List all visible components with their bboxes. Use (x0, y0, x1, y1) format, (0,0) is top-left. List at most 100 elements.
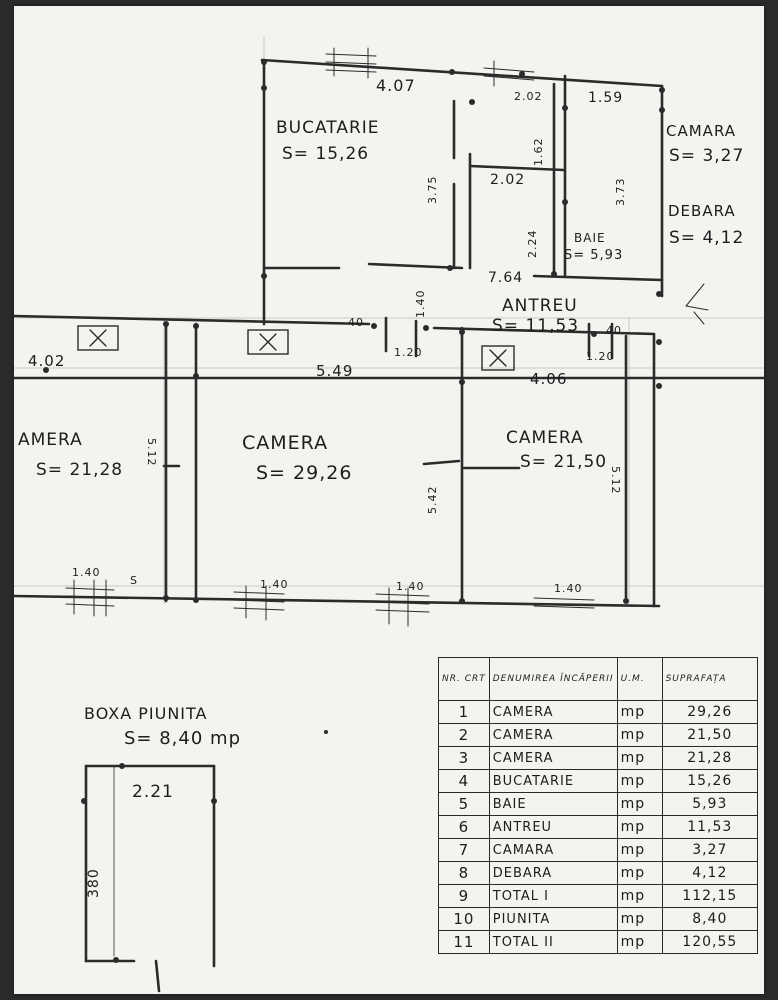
table-cell-den: CAMARA (488, 838, 618, 862)
table-cell-den: CAMERA (488, 723, 618, 747)
table-cell-sup: 120,55 (661, 930, 759, 954)
table-cell-sup: 21,50 (661, 723, 759, 747)
room-area-boxa: S= 8,40 mp (124, 728, 241, 749)
table-cell-um: mp (616, 930, 663, 954)
header-den: DENUMIREA ÎNCĂPERII (488, 657, 618, 701)
table-cell-nr: 2 (438, 723, 490, 747)
dim-boxa-380: 380 (86, 868, 102, 898)
floor-plan-sheet: BUCATARIE S= 15,26 CAMARA S= 3,27 DEBARA… (14, 6, 764, 994)
dim-h-402: 4.02 (28, 352, 66, 370)
door-mark (685, 283, 709, 325)
bottom-windows (65, 579, 595, 627)
boxa-dots (81, 730, 328, 963)
room-area-baie: S= 5,93 (564, 248, 624, 263)
table-cell-den: DEBARA (488, 861, 618, 885)
table-cell-um: mp (616, 769, 663, 793)
table-cell-um: mp (616, 838, 663, 862)
dim-v-375: 3.75 (426, 175, 439, 205)
room-area-camera-right: S= 21,50 (520, 452, 608, 472)
room-name-camera-mid: CAMERA (242, 432, 329, 454)
table-header-row: NR. CRT DENUMIREA ÎNCĂPERII U.M. SUPRAFA… (438, 657, 759, 701)
room-area-antreu: S= 11,53 (492, 316, 580, 336)
room-name-debara: DEBARA (668, 202, 736, 220)
guide-lines (14, 35, 764, 605)
table-cell-sup: 3,27 (661, 838, 759, 862)
dim-win-140-4: 1.40 (554, 582, 583, 595)
table-cell-den: BUCATARIE (488, 769, 618, 793)
dim-win-140-2: 1.40 (260, 578, 289, 591)
header-nr: NR. CRT (438, 657, 490, 701)
dim-v-224: 2.24 (526, 229, 539, 259)
table-cell-nr: 3 (438, 746, 490, 770)
table-cell-nr: 8 (438, 861, 490, 885)
table-cell-den: ANTREU (488, 815, 618, 839)
room-name-baie: BAIE (574, 231, 606, 245)
table-cell-um: mp (616, 700, 663, 724)
table-cell-sup: 5,93 (661, 792, 759, 816)
table-cell-den: TOTAL I (488, 884, 618, 908)
room-area-debara: S= 4,12 (669, 228, 745, 248)
table-cell-um: mp (616, 792, 663, 816)
table-cell-nr: 5 (438, 792, 490, 816)
table-cell-den: CAMERA (488, 700, 618, 724)
room-area-bucatarie: S= 15,26 (282, 144, 370, 164)
dim-v-542-mid: 5.42 (426, 485, 439, 515)
table-cell-sup: 15,26 (661, 769, 759, 793)
dim-v-120-b: 1.20 (586, 350, 615, 363)
room-name-camara: CAMARA (666, 122, 737, 140)
dim-top-159: 1.59 (588, 90, 624, 106)
room-name-antreu: ANTREU (502, 296, 578, 316)
room-area-camara: S= 3,27 (669, 146, 745, 166)
header-um: U.M. (616, 657, 663, 701)
dim-h-549: 5.49 (316, 362, 354, 380)
table-cell-um: mp (616, 746, 663, 770)
table-cell-sup: 4,12 (661, 861, 759, 885)
table-cell-sup: 112,15 (661, 884, 759, 908)
table-cell-um: mp (616, 861, 663, 885)
table-cell-sup: 29,26 (661, 700, 759, 724)
dim-win-140-1: 1.40 (72, 566, 101, 579)
dim-v-120-a: 1.20 (394, 346, 423, 359)
table-cell-nr: 10 (438, 907, 490, 931)
top-window (325, 47, 535, 87)
dim-boxa-221: 2.21 (132, 782, 174, 802)
rooms-area-table: NR. CRT DENUMIREA ÎNCĂPERII U.M. SUPRAFA… (438, 657, 759, 954)
table-cell-nr: 6 (438, 815, 490, 839)
dim-mid-202: 2.02 (490, 172, 526, 188)
table-cell-sup: 8,40 (661, 907, 759, 931)
table-cell-den: BAIE (488, 792, 618, 816)
table-cell-den: TOTAL II (488, 930, 618, 954)
table-cell-nr: 9 (438, 884, 490, 908)
dim-v-140-antreu: 1.40 (414, 289, 427, 319)
table-cell-nr: 7 (438, 838, 490, 862)
dim-win-140-3: 1.40 (396, 580, 425, 593)
junction-dots (43, 59, 665, 604)
room-name-bucatarie: BUCATARIE (276, 118, 380, 138)
vent-boxes (77, 325, 515, 371)
dim-v-40: 40 (348, 316, 364, 329)
dim-h-406: 4.06 (530, 370, 568, 388)
dim-v-512-right: 5.12 (609, 466, 622, 495)
room-name-camera-right: CAMERA (506, 428, 584, 448)
room-area-camera-mid: S= 29,26 (256, 462, 353, 484)
table-cell-den: PIUNITA (488, 907, 618, 931)
table-cell-nr: 11 (438, 930, 490, 954)
table-cell-nr: 1 (438, 700, 490, 724)
room-name-boxa: BOXA PIUNITA (84, 704, 208, 723)
walls (14, 58, 764, 608)
dim-v-373: 3.73 (614, 177, 627, 207)
dim-v-40-b: 40 (606, 324, 622, 337)
table-cell-den: CAMERA (488, 746, 618, 770)
dim-top-407: 4.07 (376, 76, 416, 95)
floor-plan-drawing (14, 35, 764, 993)
table-cell-sup: 11,53 (661, 815, 759, 839)
